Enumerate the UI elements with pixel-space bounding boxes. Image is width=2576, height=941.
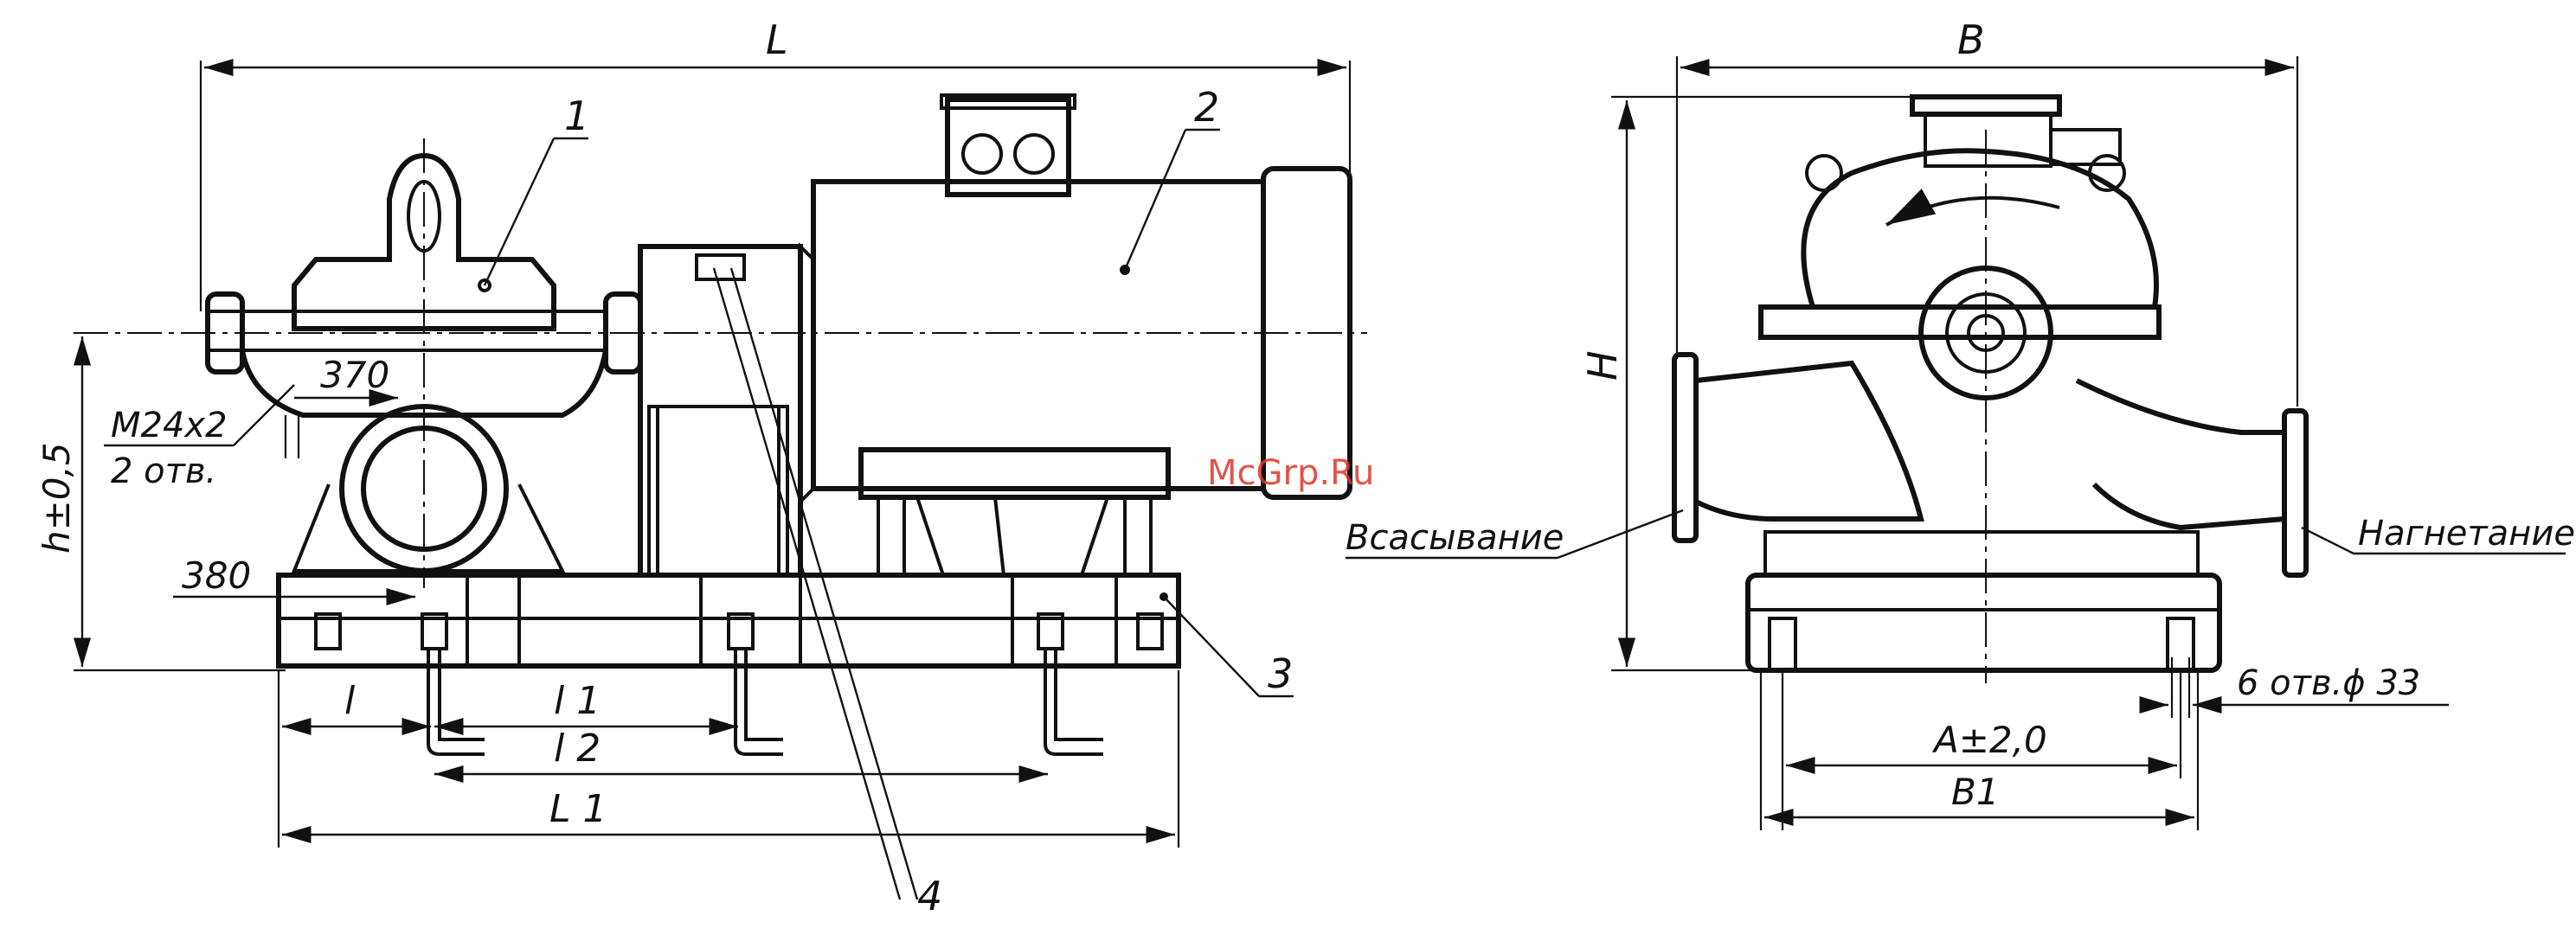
motor [811, 93, 1352, 577]
holes-note: 6 отв.ϕ 33 [2139, 657, 2449, 718]
discharge-label: Нагнетание [2301, 514, 2575, 555]
dimension-B1: B1 [1759, 670, 2200, 830]
label-A: A±2,0 [1931, 719, 2047, 761]
label-B: B [1957, 16, 1985, 63]
label-H: H [1579, 350, 1626, 381]
label-thread-holes: 2 отв. [111, 451, 216, 491]
side-view: B H [1346, 16, 2575, 830]
pump [205, 138, 643, 588]
callout-3: 3 [1160, 592, 1294, 698]
dimension-A: A±2,0 [1781, 670, 2182, 830]
label-l2: l 2 [554, 727, 601, 771]
watermark: McGrp.Ru [1207, 453, 1374, 493]
dimension-380: 380 [173, 554, 415, 606]
callout-label-4: 4 [917, 873, 942, 919]
pump-casing-side [1672, 94, 2309, 673]
dimension-370: 370 [294, 354, 398, 407]
base-frame [276, 573, 1181, 756]
callout-1: 1 [483, 93, 589, 286]
callout-label-2: 2 [1194, 84, 1219, 131]
dimension-l: l l 1 l 2 L 1 [277, 670, 1180, 848]
label-370: 370 [320, 354, 389, 396]
suction-label: Всасывание [1346, 509, 1684, 560]
label-l: l [344, 679, 356, 723]
label-L1: L 1 [549, 787, 607, 831]
callout-4: 4 [712, 267, 942, 919]
label-380: 380 [182, 554, 251, 597]
callout-label-1: 1 [564, 93, 589, 139]
label-L: L [766, 16, 788, 63]
label-holes: 6 отв.ϕ 33 [2237, 663, 2420, 703]
label-l1: l 1 [554, 679, 601, 723]
anchor-bolts [314, 612, 1164, 756]
dimension-h: h±0,5 [35, 336, 286, 672]
label-B1: B1 [1951, 771, 2000, 813]
dimension-H: H [1579, 95, 1917, 672]
label-thread: M24x2 [111, 406, 228, 445]
label-discharge: Нагнетание [2358, 514, 2575, 554]
dimension-B: B [1675, 16, 2299, 406]
front-view: L [35, 16, 1374, 919]
thread-note: M24x2 2 отв. [104, 384, 300, 491]
label-h: h±0,5 [35, 442, 78, 554]
coupling-guard [638, 242, 815, 578]
callout-2: 2 [1123, 84, 1220, 271]
callout-label-3: 3 [1268, 650, 1293, 697]
dimension-L: L [199, 16, 1352, 311]
label-suction: Всасывание [1346, 518, 1564, 558]
